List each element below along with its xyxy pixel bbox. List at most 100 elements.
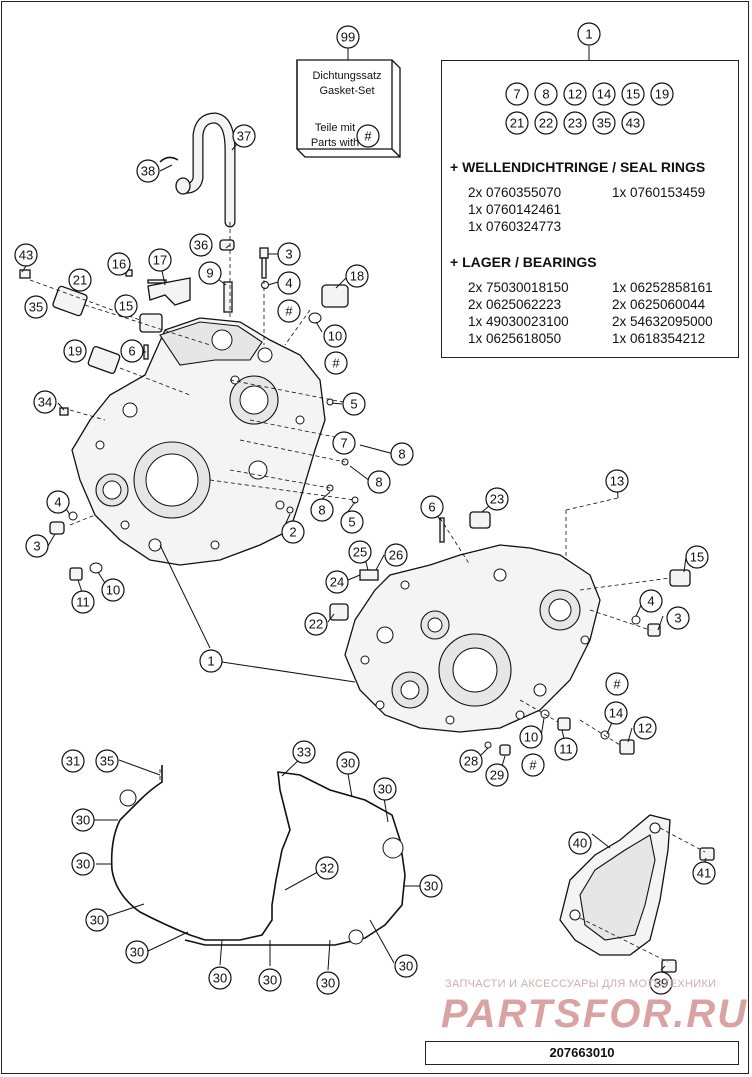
svg-text:43: 43 [626,116,640,131]
svg-text:2: 2 [289,525,296,540]
svg-text:5: 5 [348,515,355,530]
callout-15-left: 15 [114,294,138,318]
gasket-set-line1: Dichtungssatz [312,70,382,82]
svg-text:22: 22 [309,617,323,632]
seal-ring-4: 1x 0760324773 [468,219,562,234]
callout-10-left: 10 [101,578,125,602]
callout-8-c: 8 [310,498,334,522]
bearing-4: 2x 0625060044 [612,297,706,312]
svg-text:34: 34 [38,395,52,410]
svg-text:29: 29 [490,768,504,783]
svg-text:32: 32 [320,861,334,876]
svg-text:21: 21 [510,116,524,131]
callout-6-left: 6 [120,339,144,363]
gasket-set-label: Dichtungssatz Gasket-Set Teile mit Parts… [297,60,397,157]
svg-text:8: 8 [375,475,382,490]
callout-15-right: 15 [685,545,709,569]
svg-text:8: 8 [318,503,325,518]
callout-22: 22 [304,612,328,636]
svg-text:14: 14 [609,706,623,721]
callout-9: 9 [198,261,222,285]
callout-4-left: 4 [46,490,70,514]
svg-text:21: 21 [73,273,87,288]
svg-text:5: 5 [350,397,357,412]
svg-text:23: 23 [490,492,504,507]
callout-7: 7 [332,431,356,455]
callout-37: 37 [232,124,256,148]
callout-3-right: 3 [666,606,690,630]
callout-8-b: 8 [367,470,391,494]
callout-hash-4: # [521,753,545,777]
svg-text:40: 40 [573,836,587,851]
right-crankcase-half [344,544,601,733]
svg-text:41: 41 [697,866,711,881]
callout-30-b: 30 [373,777,397,801]
callout-32: 32 [315,856,339,880]
svg-text:15: 15 [626,87,640,102]
bearings-heading: + LAGER / BEARINGS [450,254,597,270]
svg-text:7: 7 [513,87,520,102]
svg-text:38: 38 [141,164,155,179]
callout-30-d: 30 [71,852,95,876]
svg-text:24: 24 [330,575,344,590]
callout-1-legend: 1 [577,22,601,46]
svg-text:#: # [529,758,537,773]
seal-ring-3: 1x 0760142461 [468,202,562,217]
callout-31: 31 [61,749,85,773]
callout-36: 36 [189,233,213,257]
callout-18: 18 [345,264,369,288]
sprocket-cover [559,814,715,973]
callout-41: 41 [692,861,716,885]
callout-40: 40 [568,831,592,855]
svg-text:7: 7 [340,436,347,451]
callout-hash-3: # [605,672,629,696]
svg-text:33: 33 [297,745,311,760]
callout-11-left: 11 [71,590,95,614]
svg-text:30: 30 [424,879,438,894]
callout-10-right: 10 [519,725,543,749]
callout-30-f: 30 [85,908,109,932]
svg-text:30: 30 [378,782,392,797]
callout-30-k: 30 [394,954,418,978]
callout-3-top: 3 [277,242,301,266]
callout-21: 21 [68,268,92,292]
svg-text:3: 3 [285,247,292,262]
callout-hash-2: # [324,351,348,375]
svg-text:16: 16 [112,257,126,272]
svg-text:30: 30 [76,813,90,828]
svg-text:10: 10 [328,329,342,344]
callout-hash-1: # [277,299,301,323]
callout-30-i: 30 [258,968,282,992]
bearing-8: 1x 0618354212 [612,331,706,346]
callout-6-right: 6 [420,495,444,519]
svg-text:11: 11 [76,595,90,610]
callout-2: 2 [281,520,305,544]
svg-text:#: # [613,677,621,692]
svg-text:11: 11 [559,742,573,757]
breather-hose [159,112,236,228]
callout-30-j: 30 [316,971,340,995]
callout-25: 25 [348,540,372,564]
small-parts [19,239,691,756]
svg-text:4: 4 [285,276,292,291]
callout-39: 39 [649,971,673,995]
svg-text:30: 30 [130,945,144,960]
svg-text:35: 35 [100,754,114,769]
callout-33: 33 [292,740,316,764]
gasket-set-line2: Gasket-Set [319,85,375,97]
svg-text:6: 6 [128,344,135,359]
callout-17: 17 [148,248,172,272]
svg-text:19: 19 [655,87,669,102]
svg-text:99: 99 [341,30,355,45]
document-number: 207663010 [425,1041,739,1065]
svg-text:8: 8 [542,87,549,102]
svg-text:9: 9 [206,266,213,281]
svg-text:10: 10 [524,730,538,745]
svg-text:30: 30 [213,971,227,986]
svg-text:22: 22 [539,116,553,131]
crankcase-gasket [110,765,406,946]
watermark-tagline: ЗАПЧАСТИ И АКСЕССУАРЫ ДЛЯ МОТОТЕХНИКИ [445,978,717,990]
svg-text:19: 19 [68,344,82,359]
